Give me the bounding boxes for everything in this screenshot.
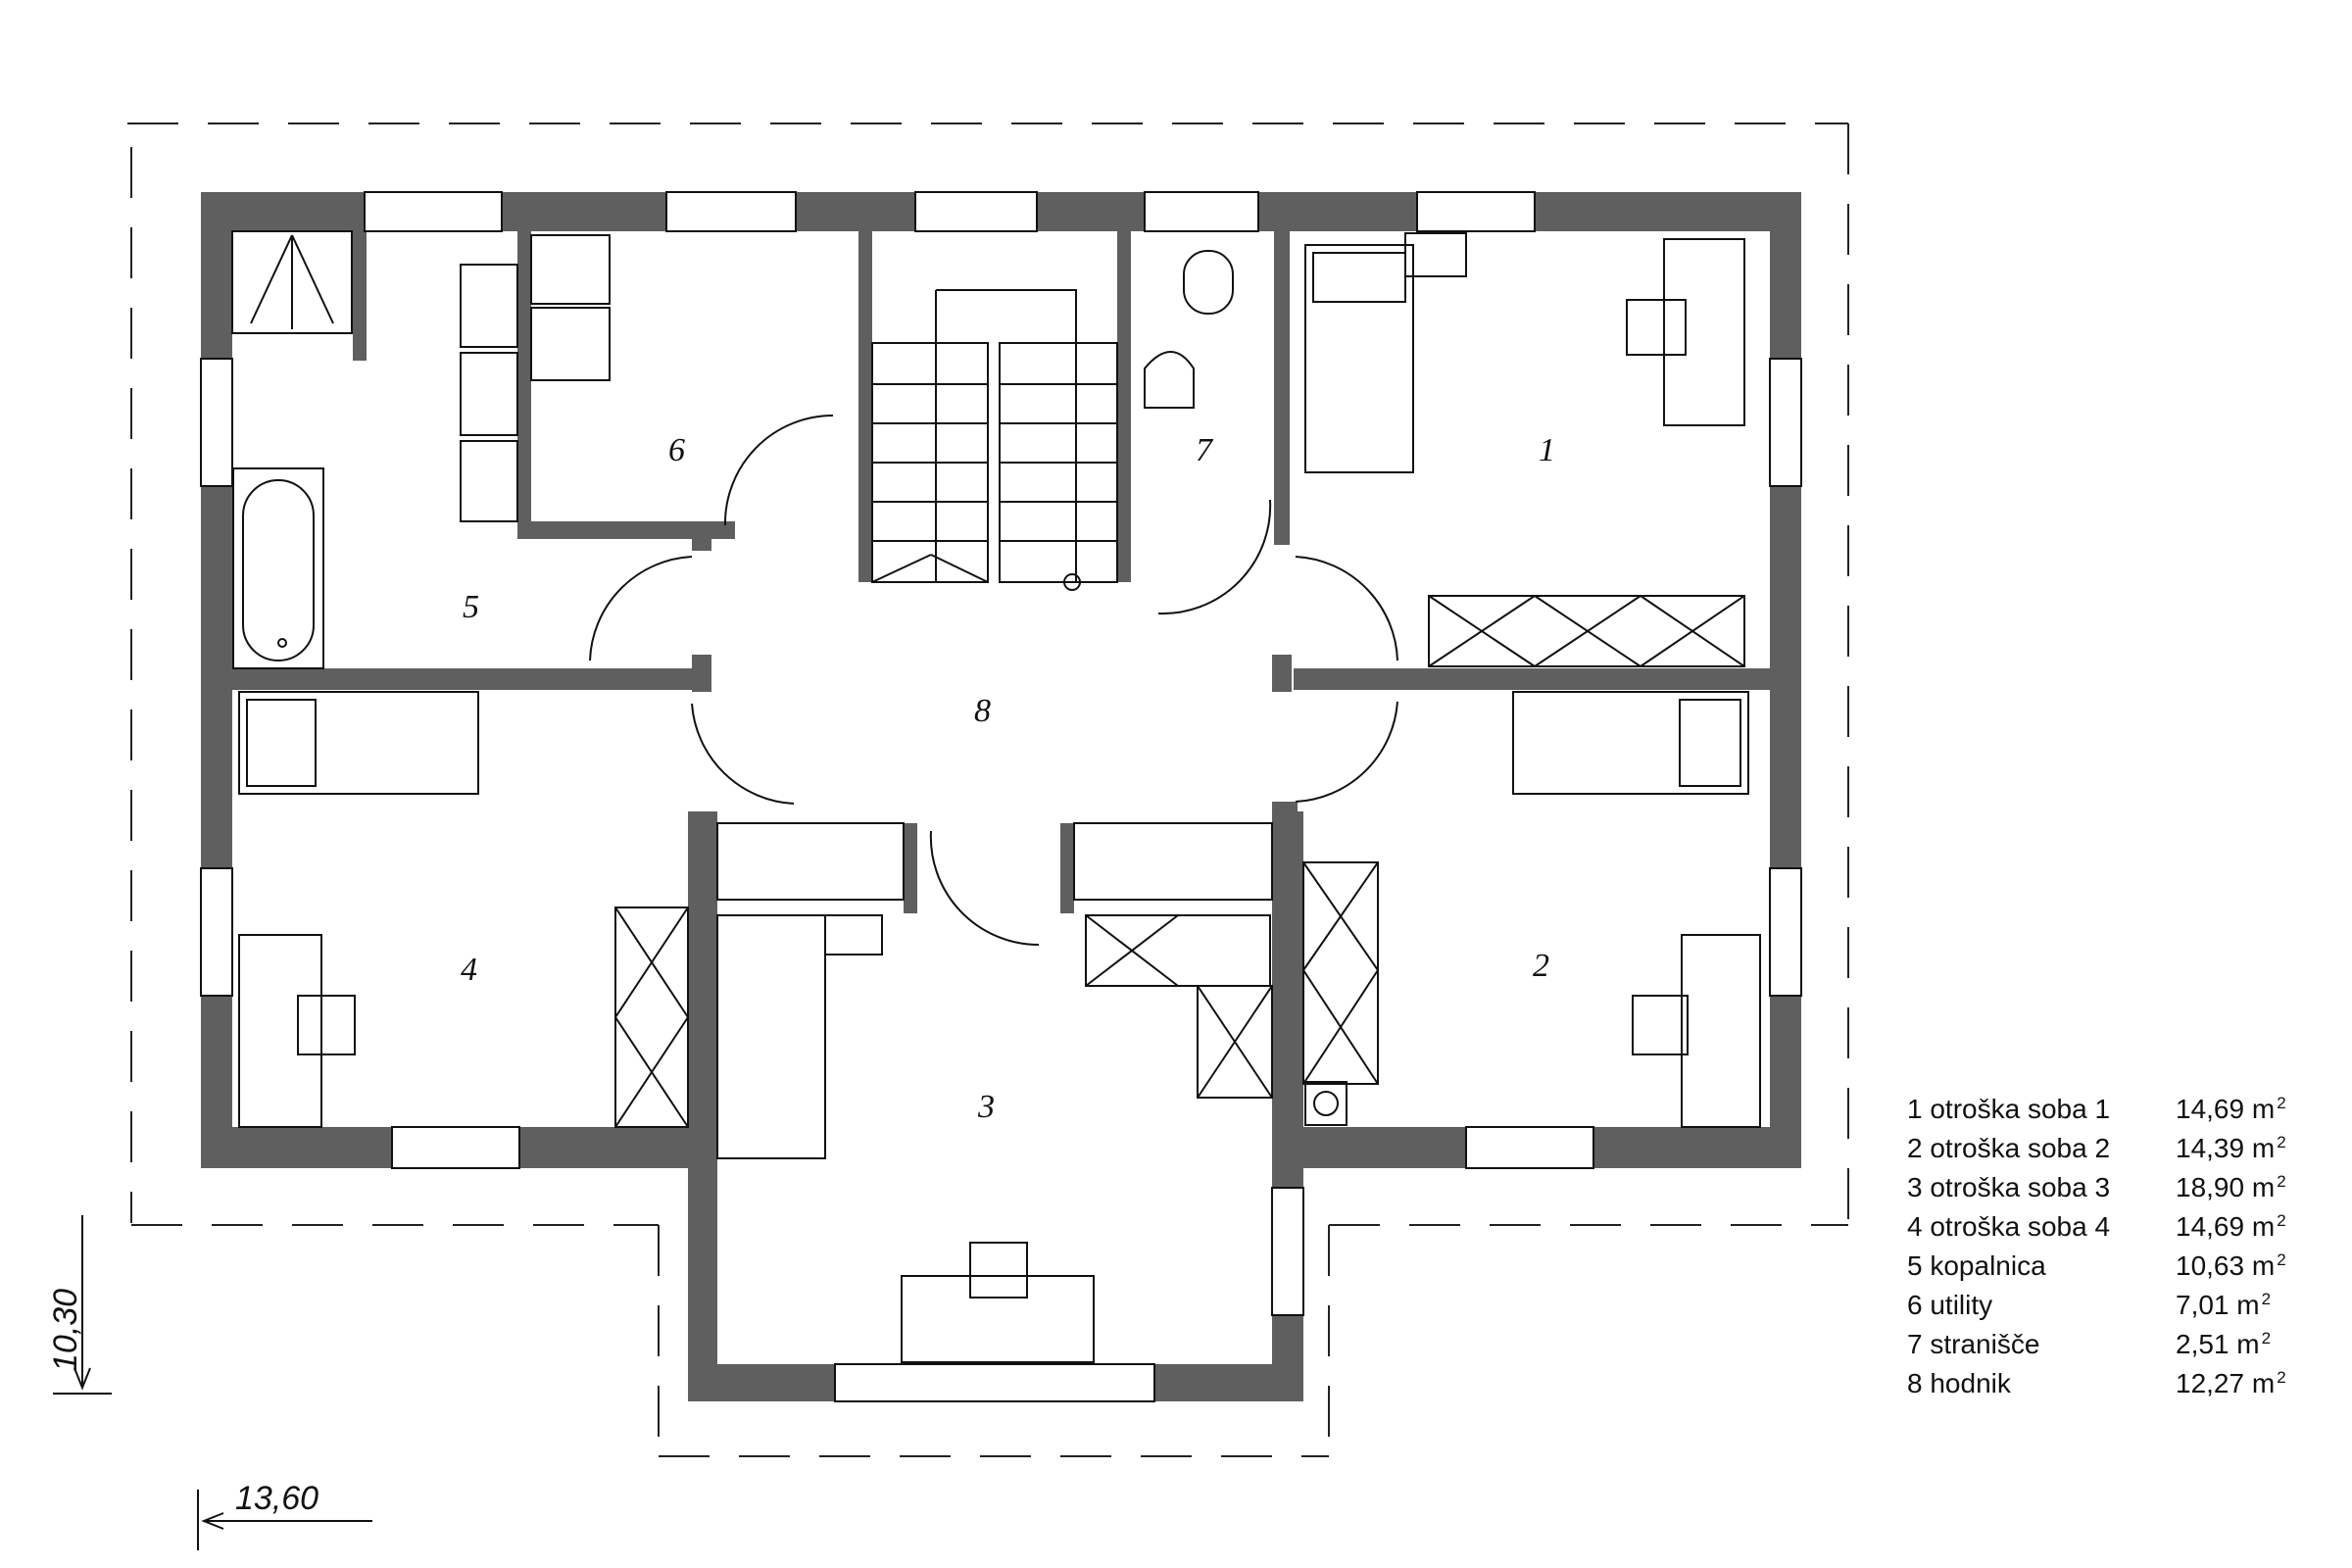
staircase	[871, 289, 1118, 591]
bed	[238, 691, 479, 795]
area-unit: m	[2251, 1211, 2276, 1242]
washer-stack	[460, 264, 518, 348]
area-unit: m	[2251, 1368, 2276, 1398]
room-name: otroška soba 1	[1930, 1094, 2111, 1124]
room-name: otroška soba 3	[1930, 1172, 2111, 1202]
room-numbers: 1 2 3 4 5 6 7 8	[461, 432, 1555, 1125]
desk	[238, 934, 322, 1128]
area-unit: m	[2251, 1250, 2276, 1281]
room-area: 2,51	[2176, 1329, 2230, 1359]
windows	[200, 191, 1802, 1402]
dimensions	[53, 1215, 372, 1550]
room-area: 14,69	[2176, 1211, 2245, 1242]
unit-exponent: 2	[2261, 1290, 2272, 1308]
room-number: 3	[1907, 1172, 1923, 1202]
room-number: 6	[1907, 1290, 1923, 1320]
shower	[231, 230, 353, 334]
room-number: 8	[1907, 1368, 1923, 1398]
room-name: otroška soba 4	[1930, 1211, 2111, 1242]
furniture	[231, 230, 1761, 1363]
room-area: 10,63	[2176, 1250, 2245, 1281]
room-number: 5	[463, 589, 479, 625]
room-number: 4	[461, 952, 477, 988]
walls	[201, 192, 1801, 1401]
room-number: 1	[1907, 1094, 1923, 1124]
width-dimension: 13,60	[235, 1480, 318, 1517]
sink	[1144, 351, 1195, 409]
room-area: 14,39	[2176, 1133, 2245, 1163]
desk	[901, 1275, 1095, 1363]
unit-exponent: 2	[2277, 1211, 2286, 1230]
room-area: 18,90	[2176, 1172, 2245, 1202]
boiler	[1304, 1081, 1348, 1126]
room-number: 2	[1907, 1133, 1923, 1163]
unit-exponent: 2	[2277, 1133, 2286, 1152]
room-number: 4	[1907, 1211, 1923, 1242]
room-name: hodnik	[1930, 1368, 2011, 1398]
bathtub	[232, 467, 324, 669]
room-area: 7,01	[2176, 1290, 2230, 1320]
area-unit: m	[2251, 1133, 2276, 1163]
bed	[716, 914, 826, 1159]
area-unit: m	[2251, 1094, 2276, 1124]
area-unit: m	[2236, 1329, 2260, 1359]
bed	[1304, 244, 1414, 473]
room-number: 5	[1907, 1250, 1923, 1281]
room-area: 12,27	[2176, 1368, 2245, 1398]
room-name: utility	[1930, 1290, 1993, 1320]
area-unit: m	[2236, 1290, 2260, 1320]
wardrobe	[1302, 861, 1379, 1085]
wardrobe	[1085, 914, 1271, 987]
unit-exponent: 2	[2277, 1094, 2286, 1112]
area-unit: m	[2251, 1172, 2276, 1202]
door-swings	[589, 415, 1398, 947]
wardrobe	[1428, 595, 1745, 667]
room-name: otroška soba 2	[1930, 1133, 2111, 1163]
room-number: 7	[1196, 432, 1214, 468]
room-name: stranišče	[1930, 1329, 2040, 1359]
room-number: 6	[668, 432, 685, 468]
room-number: 8	[974, 693, 991, 729]
room-number: 2	[1533, 948, 1549, 984]
dashed-outline	[127, 122, 1849, 1457]
room-area: 14,69	[2176, 1094, 2245, 1124]
unit-exponent: 2	[2277, 1172, 2286, 1191]
room-name: kopalnica	[1930, 1250, 2046, 1281]
wardrobe	[614, 906, 689, 1128]
desk	[1681, 934, 1761, 1128]
height-dimension: 10,30	[47, 1289, 84, 1372]
unit-exponent: 2	[2277, 1368, 2286, 1387]
toilet	[1183, 250, 1234, 315]
desk	[1663, 238, 1745, 426]
room-number: 3	[977, 1089, 995, 1125]
unit-exponent: 2	[2261, 1329, 2272, 1348]
unit-exponent: 2	[2277, 1250, 2286, 1269]
bed	[1512, 691, 1749, 795]
room-number: 1	[1539, 432, 1555, 468]
room-number: 7	[1907, 1329, 1923, 1359]
